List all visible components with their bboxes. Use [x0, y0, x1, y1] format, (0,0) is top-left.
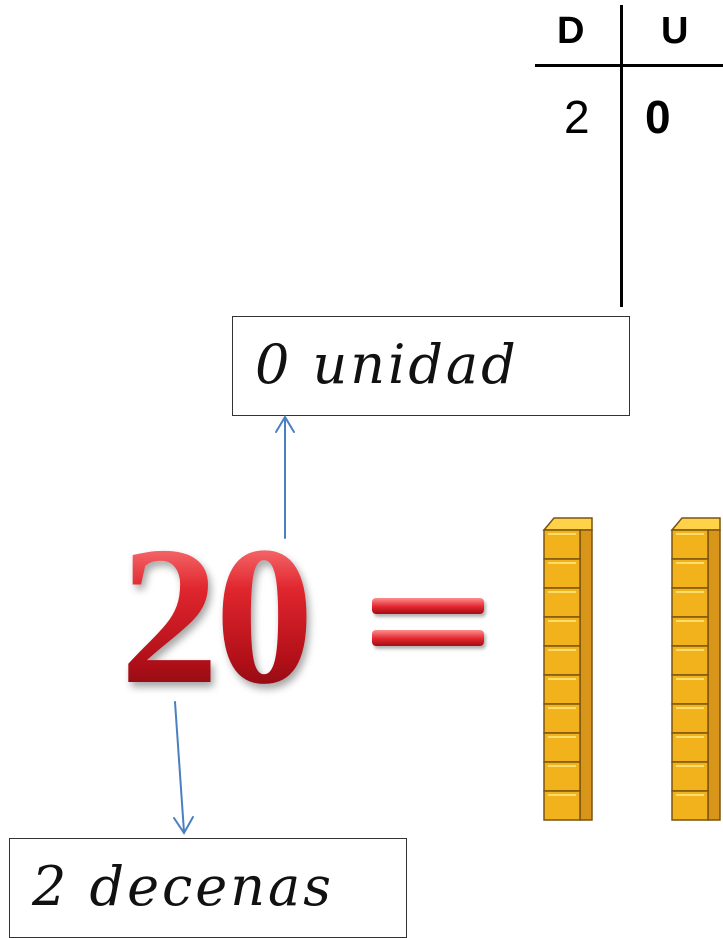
big-number: 20: [120, 517, 340, 715]
units-label-text: 0 unidad: [255, 333, 519, 396]
rod-top-cap: [670, 517, 721, 531]
table-vertical-rule: [620, 5, 623, 307]
equals-bar-top: [372, 598, 484, 614]
rod-side-face: [579, 529, 593, 821]
rod-top-cap: [542, 517, 593, 531]
tens-value: 2: [564, 91, 590, 143]
units-value: 0: [645, 91, 671, 143]
units-header: U: [661, 10, 689, 52]
tens-header: D: [557, 10, 585, 52]
place-value-table: D U 2 0: [535, 0, 723, 320]
table-horizontal-rule: [535, 64, 723, 67]
ten-rod-2: [670, 517, 721, 821]
units-label-box: 0 unidad: [232, 316, 630, 416]
tens-label-text: 2 decenas: [32, 855, 334, 918]
rod-side-face: [707, 529, 721, 821]
ten-rod-1: [542, 517, 593, 821]
equals-sign: [372, 598, 484, 650]
tens-label-box: 2 decenas: [9, 838, 407, 938]
equals-bar-bottom: [372, 630, 484, 646]
